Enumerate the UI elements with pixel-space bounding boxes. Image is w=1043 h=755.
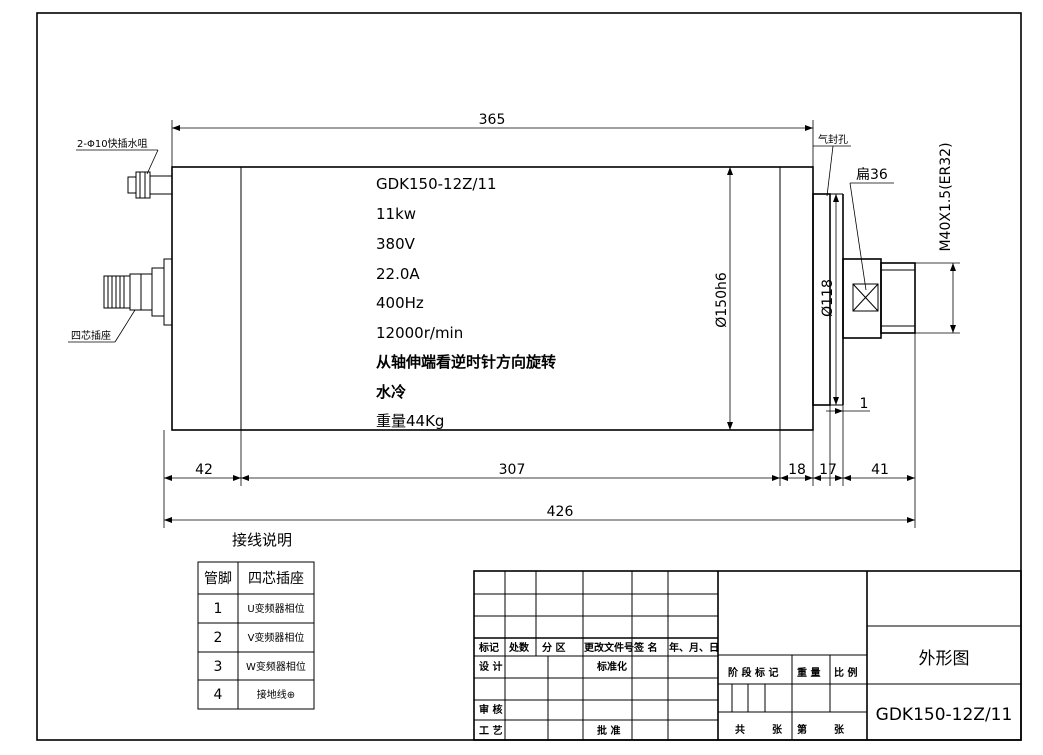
wiring-phase: U变频器相位 [247,602,304,615]
title-block: 标记 处数 分 区 更改文件号 签 名 年、月、日 设 计 标准化 阶 段 标 … [473,570,1022,741]
tb-label-scale: 比 例 [834,666,857,679]
tb-label-sheets: 张 [772,723,783,736]
spec-cooling: 水冷 [376,383,406,401]
dim-diameter-150: Ø150h6 [714,167,733,430]
callout-connector-label: 四芯插座 [71,329,111,342]
tb-label-page: 第 [797,723,807,736]
wiring-phase: W变频器相位 [246,660,306,673]
dim-1: 1 [826,396,870,414]
dim-17-label: 17 [819,462,837,478]
dim-307-label: 307 [499,462,526,478]
dim-41-label: 41 [871,462,889,478]
callout-water-fitting-label: 2-Φ10快插水咀 [77,137,148,150]
dim-thread: M40X1.5(ER32) [915,142,960,334]
dim-diameter-150-label: Ø150h6 [714,272,730,328]
spec-rotation: 从轴伸端看逆时针方向旋转 [376,353,556,371]
callout-water-fitting: 2-Φ10快插水咀 [76,137,159,175]
dim-chain-bottom: 42 307 18 17 41 426 [163,333,916,528]
tb-label-date: 年、月、日 [669,641,719,654]
dim-18-label: 18 [788,462,806,478]
dim-42-label: 42 [195,462,213,478]
callout-air-seal: 气封孔 [813,133,851,197]
callout-wrench-flat: 扁36 [849,167,894,291]
tb-label-mark: 标记 [478,641,499,654]
tb-label-process: 工 艺 [479,724,502,737]
wiring-pin: 4 [214,687,223,703]
tb-label-sign: 签 名 [633,641,657,654]
spec-current: 22.0A [376,265,420,283]
dim-diameter-118: Ø118 [820,194,839,405]
tb-label-change-doc: 更改文件号 [584,641,634,654]
wiring-table: 接线说明 管脚 四芯插座 1 U变频器相位 2 V变频器相位 3 W变频器相位 … [197,531,315,710]
spec-model: GDK150-12Z/11 [376,175,497,193]
tb-label-page-sheets: 张 [834,723,845,736]
drawing-frame [36,12,1022,741]
connector [103,258,173,326]
tb-label-stage: 阶 段 标 记 [728,666,778,679]
wiring-header-pin: 管脚 [204,571,232,587]
wiring-phase: 接地线⊕ [257,688,295,701]
spec-block: GDK150-12Z/11 11kw 380V 22.0A 400Hz 1200… [376,175,556,430]
spec-frequency: 400Hz [376,294,424,312]
wiring-pin: 3 [214,659,223,675]
tb-label-zone: 分 区 [542,641,565,654]
callout-air-seal-label: 气封孔 [818,133,848,146]
wiring-phase: V变频器相位 [248,631,305,644]
wiring-pin: 2 [214,630,223,646]
callout-wrench-flat-label: 扁36 [856,167,888,183]
callout-connector: 四芯插座 [68,309,136,343]
wiring-title: 接线说明 [232,531,292,549]
tb-label-standard: 标准化 [596,660,627,673]
dim-365: 365 [171,112,814,167]
dim-426-label: 426 [547,504,574,520]
dim-1-label: 1 [860,396,869,412]
wiring-pin: 1 [214,601,223,617]
tb-label-count: 处数 [508,641,530,654]
tb-label-approve: 批 准 [597,724,620,737]
dim-diameter-118-label: Ø118 [820,279,836,317]
tb-label-design: 设 计 [479,660,502,673]
spindle-motor-outline [171,166,916,431]
dim-thread-label: M40X1.5(ER32) [938,142,954,251]
water-fitting [127,171,173,199]
tb-label-review: 审 核 [479,703,502,716]
tb-drawing-name: 外形图 [919,649,970,669]
wiring-header-socket: 四芯插座 [248,571,304,587]
spec-weight: 重量44Kg [376,412,444,430]
tb-label-total: 共 [735,723,745,736]
dim-365-label: 365 [479,112,506,128]
spec-voltage: 380V [376,235,416,253]
tb-model: GDK150-12Z/11 [876,705,1013,725]
tb-label-weight: 重 量 [797,666,820,679]
spec-power: 11kw [376,205,416,223]
spec-speed: 12000r/min [376,324,463,342]
